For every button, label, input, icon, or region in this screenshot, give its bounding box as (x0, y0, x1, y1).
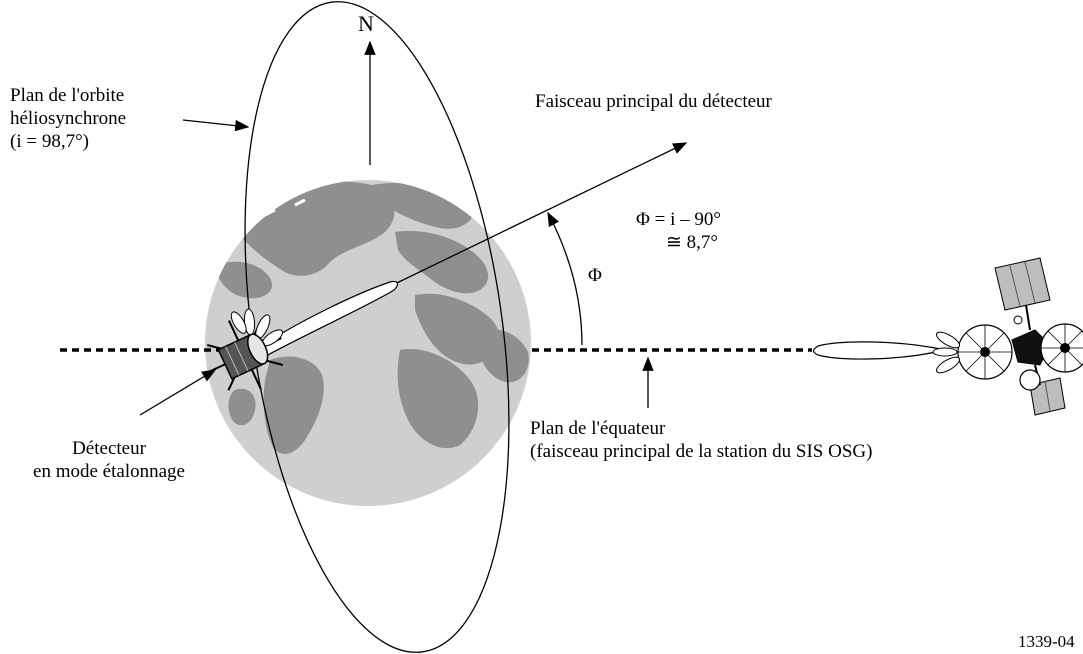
detector-main-beam-label: Faisceau principal du détecteur (535, 91, 772, 112)
phi-angle-arc (547, 211, 583, 346)
orbit-plane-label: Plan de l'orbite héliosynchrone (i = 98,… (10, 84, 126, 153)
gso-satellite-icon (932, 257, 1083, 416)
detector-label-line-1: Détecteur (72, 438, 146, 459)
phi-angle-label: Φ (588, 265, 602, 286)
detector-beam-lobe (254, 280, 399, 359)
equator-plane-label-line-1: Plan de l'équateur (530, 418, 666, 439)
north-label: N (358, 11, 374, 36)
equator-plane-label: Plan de l'équateur (faisceau principal d… (530, 417, 872, 463)
phi-formula-line-1: Φ = i – 90° (636, 209, 721, 230)
earth-globe (205, 180, 531, 506)
detector-label: Détecteur en mode étalonnage (8, 437, 210, 483)
figure-id-label: 1339-04 (1018, 632, 1075, 651)
phi-formula-line-2: ≅ 8,7° (666, 232, 719, 253)
detector-label-line-2: en mode étalonnage (33, 461, 185, 482)
phi-formula-label: Φ = i – 90° ≅ 8,7° (636, 208, 721, 254)
orbit-plane-pointer-arrow (182, 119, 250, 132)
detector-satellite-icon (206, 308, 284, 391)
orbit-plane-label-line-1: Plan de l'orbite (10, 85, 125, 106)
orbit-plane-label-line-3: (i = 98,7°) (10, 131, 89, 152)
equator-plane-label-line-2: (faisceau principal de la station du SIS… (530, 441, 873, 462)
orbit-plane-label-line-2: héliosynchrone (10, 108, 127, 129)
gso-main-beam-lobe (812, 341, 946, 360)
detector-pointer-arrow (139, 369, 217, 416)
